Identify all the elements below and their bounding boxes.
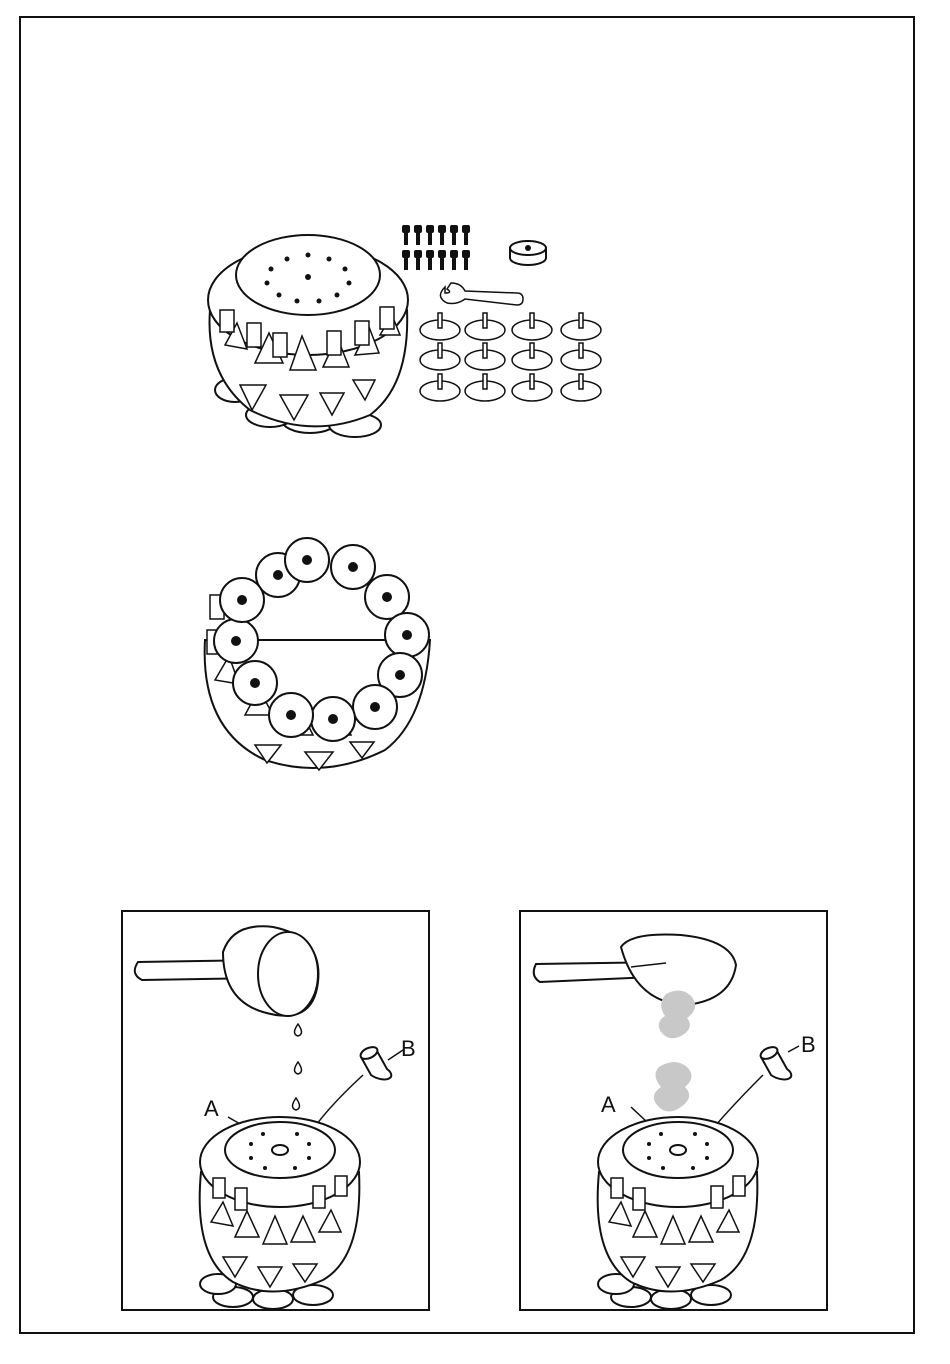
suction-cup-set-icon <box>420 313 601 401</box>
feeder-body-icon <box>598 1117 758 1309</box>
callout-b: B <box>401 1038 416 1060</box>
feeder-body-icon <box>208 235 408 437</box>
water-drops-icon <box>293 1024 302 1110</box>
cap-b-icon <box>359 1045 392 1080</box>
cap-b-icon <box>759 1045 792 1080</box>
cap-icon <box>510 241 546 265</box>
callout-a: A <box>204 1098 219 1120</box>
scoop-feed-illustration <box>521 912 826 1309</box>
fill-solid-panel: A B <box>519 910 828 1311</box>
underside-illustration <box>195 530 445 775</box>
pour-liquid-illustration <box>123 912 428 1309</box>
screw-set-icon <box>402 225 470 270</box>
seed-powder-icon <box>654 990 695 1111</box>
wrench-icon <box>440 283 523 305</box>
shovel-icon <box>534 935 736 1006</box>
feeder-body-icon <box>200 1117 360 1309</box>
callout-a: A <box>601 1094 616 1116</box>
cup-scoop-icon <box>135 926 319 1016</box>
fill-liquid-panel: A B <box>121 910 430 1311</box>
parts-kit-illustration <box>195 215 615 460</box>
callout-b: B <box>801 1034 816 1056</box>
